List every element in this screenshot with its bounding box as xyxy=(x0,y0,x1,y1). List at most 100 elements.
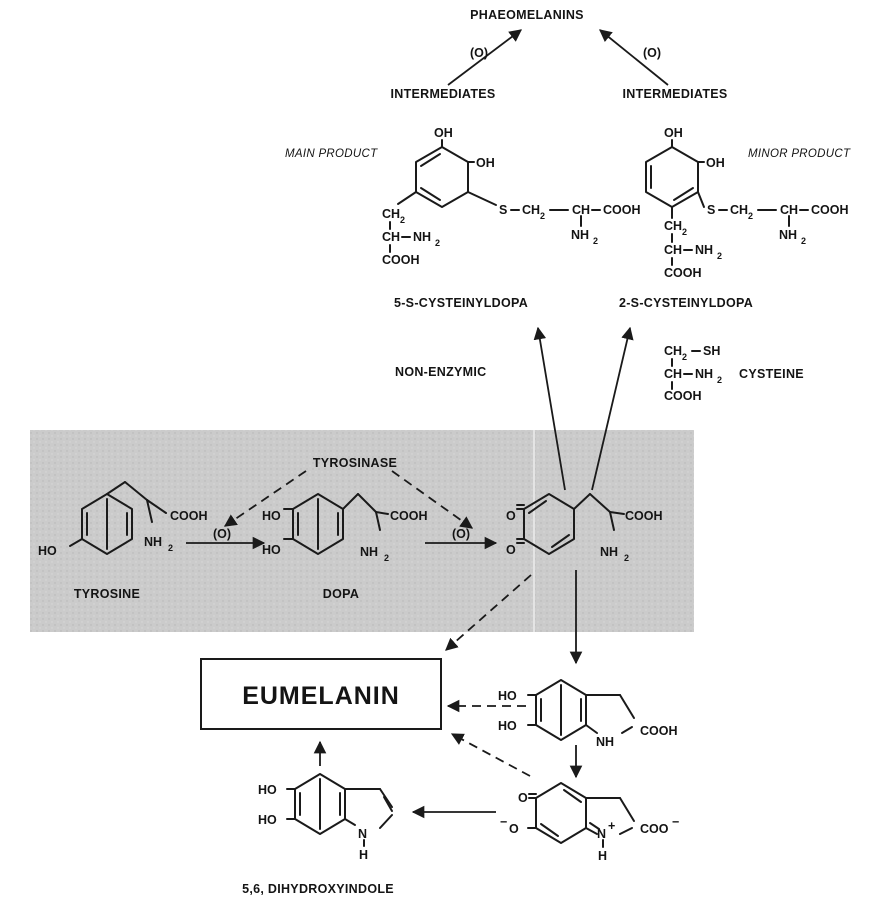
svg-text:2: 2 xyxy=(168,543,173,553)
svg-text:2: 2 xyxy=(717,375,722,385)
cooh-group: COOH xyxy=(811,203,849,217)
minus-charge: − xyxy=(500,815,507,829)
oxygen-atom: O xyxy=(509,822,519,836)
structure-5-s-cysteinyldopa: OH OH S CH 2 CH COOH NH 2 CH 2 CH NH 2 C… xyxy=(382,126,641,267)
hydrogen-atom: H xyxy=(598,849,607,863)
sh-group: SH xyxy=(703,344,720,358)
main-product-label: MAIN PRODUCT xyxy=(285,148,378,160)
tyrosine-label: TYROSINE xyxy=(74,587,140,601)
nh2-group: NH xyxy=(695,367,713,381)
cooh-group: COOH xyxy=(640,724,678,738)
minus-charge: − xyxy=(672,815,679,829)
arrow-to-phaeomelanins-left xyxy=(447,29,523,86)
ch-group: CH xyxy=(382,230,400,244)
structure-2-s-cysteinyldopa: OH OH S CH 2 CH COOH NH 2 CH 2 CH NH 2 C… xyxy=(645,126,849,280)
cooh-group: COOH xyxy=(382,253,420,267)
ho-group: HO xyxy=(38,544,57,558)
coo-group: COO xyxy=(640,822,669,836)
tyrosinase-label: TYROSINASE xyxy=(313,456,397,470)
svg-text:2: 2 xyxy=(717,251,722,261)
plus-charge: + xyxy=(608,819,615,833)
ho-group: HO xyxy=(498,719,517,733)
cooh-group: COOH xyxy=(603,203,641,217)
nh-group: NH xyxy=(596,735,614,749)
nitrogen-cation: N xyxy=(597,827,606,841)
sulfur-atom: S xyxy=(499,203,507,217)
svg-text:2: 2 xyxy=(801,236,806,246)
ch2-group: CH xyxy=(730,203,748,217)
structure-dopachrome: O − O N + H COO − xyxy=(500,782,679,863)
ho-group: HO xyxy=(498,689,517,703)
eumelanin-label: EUMELANIN xyxy=(242,682,400,710)
svg-text:2: 2 xyxy=(384,553,389,563)
cysteinyldopa-2-label: 2-S-CYSTEINYLDOPA xyxy=(619,296,753,310)
ho-group: HO xyxy=(258,813,277,827)
oxidation-label-right: (O) xyxy=(643,46,661,60)
oh-group: OH xyxy=(664,126,683,140)
ho-group: HO xyxy=(262,509,281,523)
svg-text:2: 2 xyxy=(400,215,405,225)
oxygen-atom: O xyxy=(506,509,516,523)
ch2-group: CH xyxy=(664,344,682,358)
oxidation-label: (O) xyxy=(452,527,470,541)
cysteine-label: CYSTEINE xyxy=(739,367,804,381)
oh-group: OH xyxy=(434,126,453,140)
oxygen-atom: O xyxy=(506,543,516,557)
dashed-arrow-dopachrome-to-eumelanin xyxy=(450,733,531,777)
nh2-group: NH xyxy=(571,228,589,242)
cooh-group: COOH xyxy=(170,509,208,523)
dopa-label: DOPA xyxy=(323,587,359,601)
tyrosinase-region xyxy=(30,430,694,632)
ch-group: CH xyxy=(664,367,682,381)
arrow-to-2-s-cysteinyldopa xyxy=(591,326,634,491)
eumelanin-box xyxy=(200,658,442,730)
cooh-group: COOH xyxy=(664,266,702,280)
svg-text:2: 2 xyxy=(682,352,687,362)
minor-product-label: MINOR PRODUCT xyxy=(748,148,851,160)
oh-group: OH xyxy=(476,156,495,170)
arrow-to-phaeomelanins-right xyxy=(599,29,669,86)
hydrogen-atom: H xyxy=(359,848,368,862)
arrow-to-5-s-cysteinyldopa xyxy=(533,326,566,491)
ch-group: CH xyxy=(780,203,798,217)
ch2-group: CH xyxy=(382,207,400,221)
ch-group: CH xyxy=(664,243,682,257)
ho-group: HO xyxy=(258,783,277,797)
nh2-group: NH xyxy=(600,545,618,559)
dashed-arrow-dopaquinone-to-eumelanin xyxy=(445,574,532,651)
svg-text:2: 2 xyxy=(682,227,687,237)
svg-text:2: 2 xyxy=(624,553,629,563)
svg-text:2: 2 xyxy=(593,236,598,246)
nh2-group: NH xyxy=(695,243,713,257)
ho-group: HO xyxy=(262,543,281,557)
cooh-group: COOH xyxy=(390,509,428,523)
nh-nitrogen: N xyxy=(358,827,367,841)
nh2-group: NH xyxy=(144,535,162,549)
non-enzymic-label: NON-ENZYMIC xyxy=(395,365,487,379)
ch2-group: CH xyxy=(664,219,682,233)
sulfur-atom: S xyxy=(707,203,715,217)
cysteinyldopa-5-label: 5-S-CYSTEINYLDOPA xyxy=(394,296,528,310)
structure-cysteine: CH 2 SH CH NH 2 COOH xyxy=(664,344,722,403)
cooh-group: COOH xyxy=(625,509,663,523)
structure-dihydroxyindole: HO HO N H xyxy=(258,773,393,862)
oxygen-atom: O xyxy=(518,791,528,805)
ch-group: CH xyxy=(572,203,590,217)
nh2-group: NH xyxy=(779,228,797,242)
nh2-group: NH xyxy=(360,545,378,559)
svg-text:2: 2 xyxy=(435,238,440,248)
intermediates-left-label: INTERMEDIATES xyxy=(390,87,495,101)
tyrosinase-arrow-left xyxy=(223,470,307,527)
svg-text:2: 2 xyxy=(748,211,753,221)
nh2-group: NH xyxy=(413,230,431,244)
intermediates-right-label: INTERMEDIATES xyxy=(622,87,727,101)
dihydroxyindole-label: 5,6, DIHYDROXYINDOLE xyxy=(242,882,394,896)
oh-group: OH xyxy=(706,156,725,170)
ch2-group: CH xyxy=(522,203,540,217)
cooh-group: COOH xyxy=(664,389,702,403)
oxidation-label-left: (O) xyxy=(470,46,488,60)
structure-tyrosine: HO COOH NH 2 xyxy=(38,481,208,558)
structure-dopa: HO HO COOH NH 2 xyxy=(262,493,428,563)
